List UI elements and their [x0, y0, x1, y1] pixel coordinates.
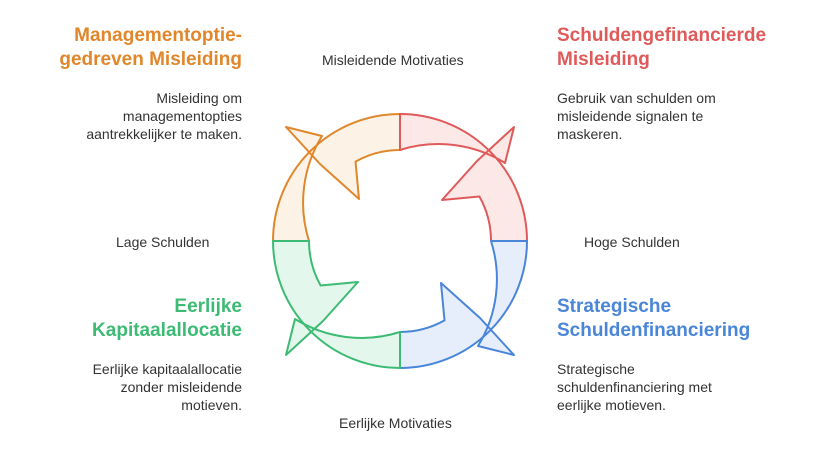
description-top-right-line-2: misleidende signalen te: [557, 108, 704, 124]
title-top-left: Managementoptie- gedreven Misleiding: [59, 24, 242, 72]
description-bottom-right-line-1: Strategische: [557, 361, 635, 377]
bottom-left-cycle-segment: [272, 240, 401, 369]
title-bottom-left: Eerlijke Kapitaalallocatie: [92, 295, 242, 343]
title-top-right-line-2: Misleiding: [557, 49, 650, 70]
title-bottom-right-line-2: Schuldenfinanciering: [557, 320, 751, 341]
title-top-right-line-1: Schuldengefinancierde: [557, 25, 767, 46]
title-top-left-line-1: Managementoptie-: [74, 25, 242, 46]
description-bottom-left: Eerlijke kapitaalallocatie zonder mislei…: [93, 360, 242, 414]
description-bottom-left-line-1: Eerlijke kapitaalallocatie: [92, 361, 242, 377]
description-top-left-line-1: Misleiding om: [156, 90, 242, 106]
description-top-left: Misleiding om managementopties aantrekke…: [86, 89, 242, 143]
axis-label-left: Lage Schulden: [116, 234, 210, 250]
description-bottom-right: Strategische schuldenfinanciering met ee…: [557, 360, 712, 414]
title-bottom-left-line-2: Kapitaalallocatie: [92, 320, 242, 341]
description-bottom-right-line-3: eerlijke motieven.: [557, 397, 666, 413]
description-top-right: Gebruik van schulden om misleidende sign…: [557, 89, 716, 143]
title-top-left-line-2: gedreven Misleiding: [59, 49, 242, 70]
title-bottom-right-line-1: Strategische: [557, 296, 672, 317]
top-right-cycle-segment: [399, 113, 528, 242]
bottom-right-cycle-segment: [399, 240, 528, 369]
title-bottom-right: Strategische Schuldenfinanciering: [557, 295, 750, 343]
title-bottom-left-line-1: Eerlijke: [174, 296, 242, 317]
description-bottom-right-line-2: schuldenfinanciering met: [557, 379, 712, 395]
description-top-right-line-1: Gebruik van schulden om: [557, 90, 716, 106]
title-top-right: Schuldengefinancierde Misleiding: [557, 24, 766, 72]
axis-label-right: Hoge Schulden: [584, 234, 680, 250]
top-left-cycle-segment: [272, 113, 401, 242]
description-top-left-line-2: managementopties: [122, 108, 242, 124]
description-bottom-left-line-3: motieven.: [181, 397, 242, 413]
description-bottom-left-line-2: zonder misleidende: [120, 379, 242, 395]
axis-label-top: Misleidende Motivaties: [322, 52, 464, 68]
description-top-left-line-3: aantrekkelijker te maken.: [86, 126, 242, 142]
description-top-right-line-3: maskeren.: [557, 126, 623, 142]
axis-label-bottom: Eerlijke Motivaties: [339, 415, 452, 431]
